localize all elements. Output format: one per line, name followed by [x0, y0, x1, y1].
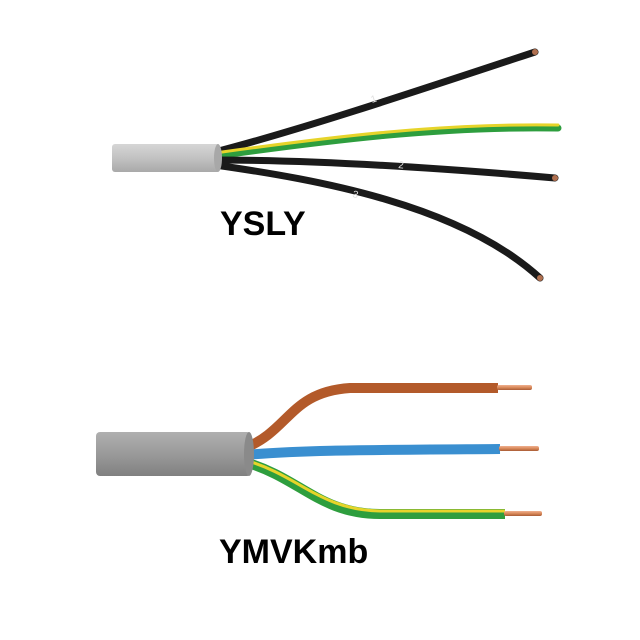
ysly-core-black-2	[211, 156, 559, 182]
ysly-sheath-end	[214, 144, 222, 172]
ymvkmb-cable	[96, 383, 542, 519]
cable-label-ysly: YSLY	[220, 205, 306, 243]
ymvkmb-core-yellow-stripe	[244, 458, 505, 513]
ysly-sheath	[112, 144, 220, 172]
ymvkmb-core-blue	[244, 444, 501, 460]
ysly-tip-3	[537, 275, 543, 281]
ysly-core-marking-1: 1	[370, 94, 379, 106]
ymvkmb-conductor-3	[504, 511, 542, 516]
ysly-core-black-1	[211, 48, 539, 156]
ymvkmb-conductor-2	[499, 446, 539, 451]
ysly-tip-2	[552, 175, 558, 181]
ymvkmb-conductor-1	[497, 385, 532, 390]
ymvkmb-core-brown	[243, 383, 498, 453]
ysly-core-black-3	[211, 161, 544, 282]
cable-label-ymvkmb: YMVKmb	[219, 533, 369, 571]
ysly-cable: 1 2 3	[112, 48, 562, 282]
ysly-core-marking-2: 2	[398, 160, 405, 171]
ysly-core-green-yellow	[211, 124, 562, 160]
ymvkmb-core-green-yellow	[243, 457, 505, 519]
ymvkmb-sheath	[96, 432, 251, 476]
ymvkmb-sheath-end	[244, 432, 254, 476]
ysly-tip-1	[532, 49, 538, 55]
ysly-core-marking-3: 3	[351, 189, 359, 201]
ysly-core-yellow-stripe	[213, 123, 560, 155]
